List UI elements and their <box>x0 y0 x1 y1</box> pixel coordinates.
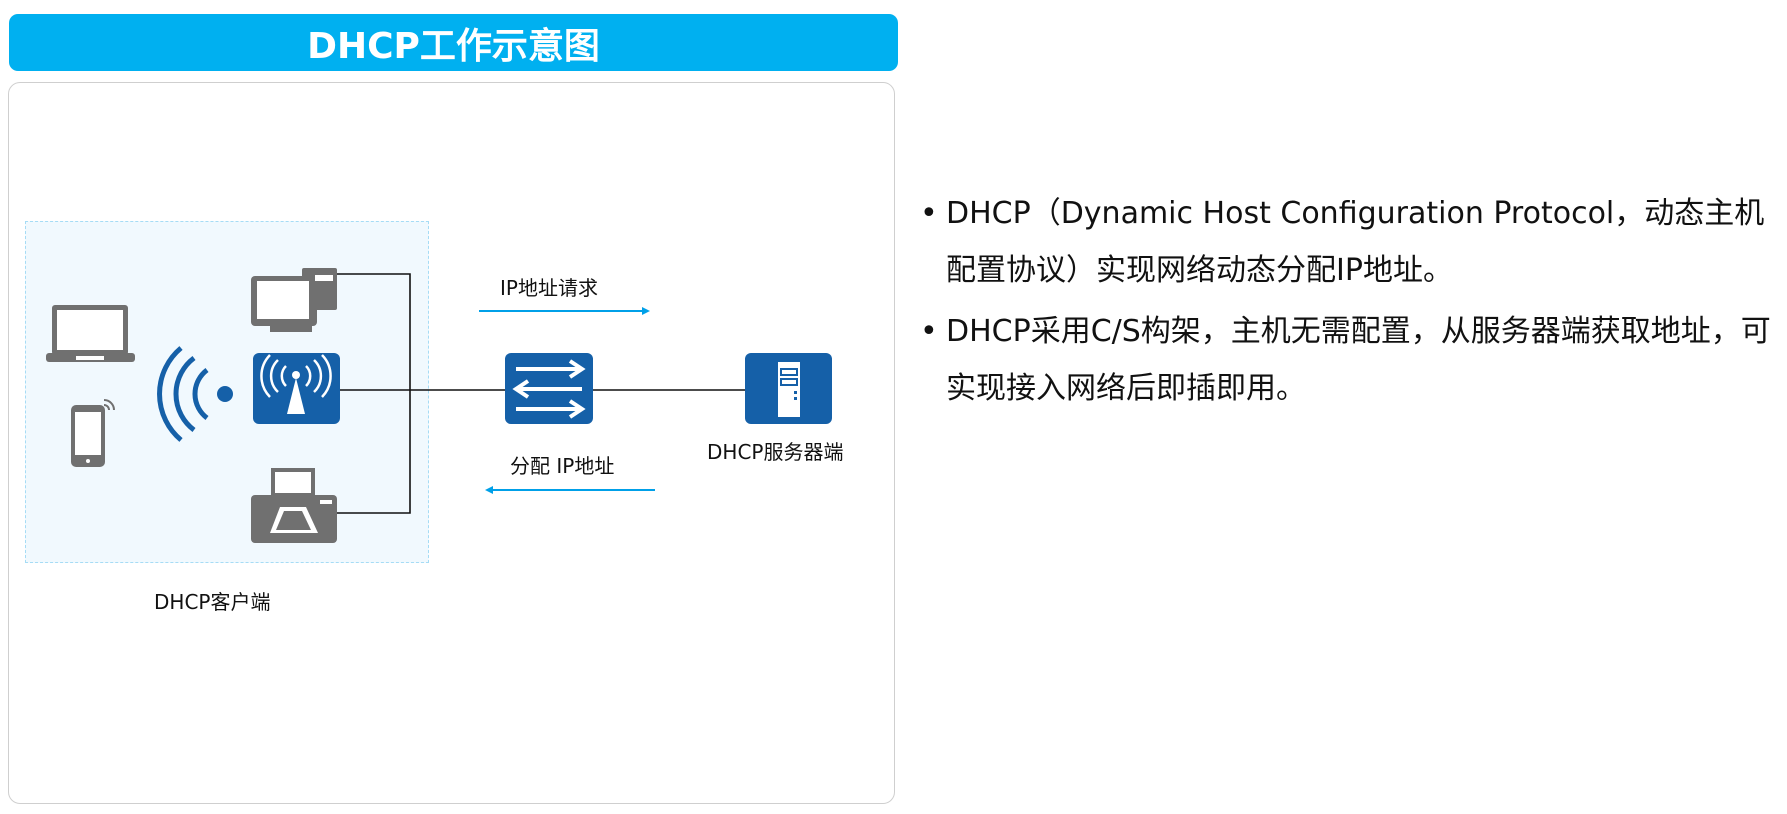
desktop-computer-icon <box>251 268 337 332</box>
client-label: DHCP客户端 <box>154 590 271 614</box>
assign-arrow <box>485 486 655 494</box>
bullet-item: • DHCP采用C/S构架，主机无需配置，从服务器端获取地址，可实现接入网络后即… <box>920 303 1780 417</box>
switch-icon <box>505 353 593 424</box>
printer-icon <box>251 468 337 543</box>
server-label: DHCP服务器端 <box>707 440 844 464</box>
bullet-item: • DHCP（Dynamic Host Configuration Protoc… <box>920 185 1780 299</box>
bullet-symbol: • <box>920 196 938 231</box>
smartphone-icon <box>71 399 115 467</box>
bullet-list: • DHCP（Dynamic Host Configuration Protoc… <box>920 185 1780 417</box>
diagram-panel <box>8 82 895 804</box>
network-lines <box>46 268 832 543</box>
bullet-symbol: • <box>920 314 938 349</box>
bullet-text: DHCP（Dynamic Host Configuration Protocol… <box>946 196 1765 288</box>
access-point-icon <box>253 353 340 424</box>
dhcp-server-icon <box>745 353 832 424</box>
wifi-signal-icon <box>157 346 233 442</box>
laptop-icon <box>46 305 135 362</box>
ip-request-label: IP地址请求 <box>500 276 598 300</box>
title-bar: DHCP工作示意图 <box>9 14 898 71</box>
bullet-text: DHCP采用C/S构架，主机无需配置，从服务器端获取地址，可实现接入网络后即插即… <box>946 314 1771 406</box>
ip-assign-label: 分配 IP地址 <box>510 454 615 478</box>
request-arrow <box>479 307 650 315</box>
page-title: DHCP工作示意图 <box>307 25 600 67</box>
